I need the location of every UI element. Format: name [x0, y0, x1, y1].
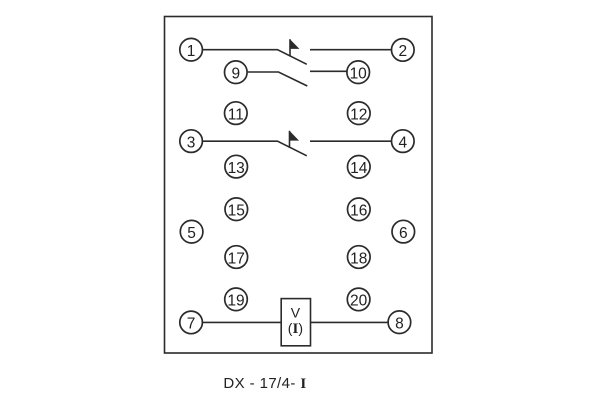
svg-text:DX - 17/4- I: DX - 17/4- I: [223, 375, 306, 392]
svg-text:5: 5: [187, 225, 196, 242]
svg-text:(I): (I): [288, 320, 303, 337]
svg-text:12: 12: [350, 107, 367, 124]
svg-text:10: 10: [350, 66, 368, 83]
svg-text:6: 6: [399, 225, 408, 242]
svg-text:2: 2: [398, 43, 407, 60]
svg-text:16: 16: [350, 203, 367, 220]
svg-text:1: 1: [187, 43, 196, 60]
svg-text:V: V: [291, 305, 301, 321]
svg-text:15: 15: [228, 203, 245, 220]
svg-text:9: 9: [231, 66, 240, 83]
svg-text:8: 8: [395, 316, 404, 333]
svg-text:3: 3: [187, 134, 196, 151]
svg-text:4: 4: [398, 134, 407, 151]
svg-text:18: 18: [350, 250, 367, 267]
svg-text:11: 11: [228, 106, 244, 123]
svg-text:20: 20: [350, 293, 368, 310]
svg-text:17: 17: [228, 250, 245, 267]
svg-text:19: 19: [227, 293, 244, 310]
svg-text:14: 14: [350, 160, 368, 177]
svg-text:7: 7: [187, 316, 196, 333]
svg-text:13: 13: [228, 160, 245, 177]
